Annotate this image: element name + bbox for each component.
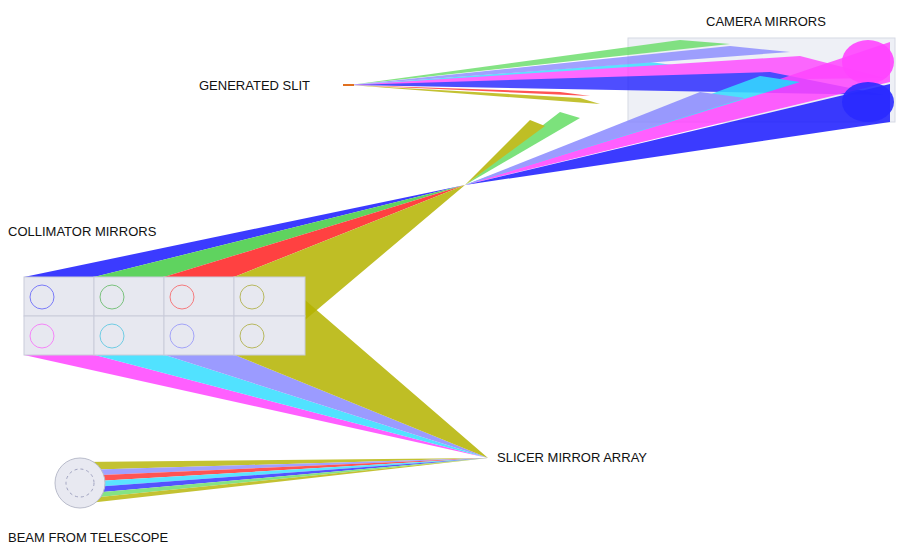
footprint (240, 324, 264, 348)
footprint (170, 285, 194, 309)
footprint (170, 324, 194, 348)
ray-fan (465, 84, 890, 185)
ray-fan (80, 458, 488, 504)
part-label: GENERATED SLIT (197, 78, 312, 94)
part-label: SLICER MIRROR ARRAY (495, 450, 649, 466)
ray-fan (465, 120, 545, 185)
slit-marker (343, 84, 354, 86)
ray-fan (465, 112, 580, 185)
mirror-pupil (842, 82, 894, 122)
ray-fan (234, 185, 465, 320)
camera-ray-fans (465, 42, 890, 185)
footprint (30, 324, 54, 348)
mirror-cell (24, 277, 94, 316)
footprint (100, 285, 124, 309)
ray-fan (235, 300, 488, 458)
part-label: CAMERA MIRRORS (704, 14, 828, 30)
mirror-footprints (30, 285, 264, 348)
collimator-ray-fans (24, 185, 465, 320)
mirror-cell (94, 316, 164, 355)
ray-fan (465, 76, 800, 185)
ray-fan (465, 42, 890, 185)
footprint (240, 285, 264, 309)
collimator-mirror-grid (24, 277, 305, 355)
slicer-ray-fans (24, 300, 488, 458)
part-label: COLLIMATOR MIRRORS (6, 224, 158, 240)
pupil-pattern (66, 469, 94, 497)
ray-fan (465, 92, 745, 185)
footprint (30, 285, 54, 309)
mirror-cell (234, 316, 305, 355)
mirror-cell (164, 277, 234, 316)
mirror-cell (234, 277, 305, 316)
mirror-cell (164, 316, 234, 355)
mirror-pupil (842, 40, 894, 84)
part-label: BEAM FROM TELESCOPE (6, 530, 170, 546)
telescope-pupil (55, 458, 105, 508)
mirror-cell (24, 316, 94, 355)
telescope-beam (80, 458, 488, 504)
mirror-cell (94, 277, 164, 316)
footprint (100, 324, 124, 348)
